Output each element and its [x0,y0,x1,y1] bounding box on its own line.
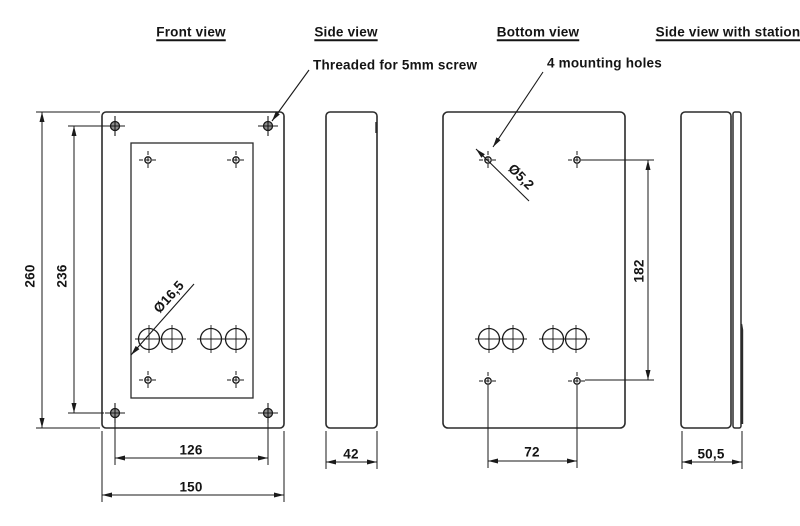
station-view-title: Side view with station [655,24,800,40]
bottom-view-holes [479,151,586,390]
dim-label-72: 72 [524,444,540,460]
front-view-screws [105,116,278,423]
bottom-view-outline [442,111,626,429]
dimension-lines [39,112,742,498]
dim-label-126: 126 [179,442,203,458]
mounting-holes-note: 4 mounting holes [547,55,662,71]
side-view-title: Side view [314,24,378,40]
dim-label-150: 150 [179,479,203,495]
dim-label-42: 42 [343,446,359,462]
front-view-circles [135,325,250,353]
dim-label-182: 182 [631,259,647,283]
extension-lines [36,111,743,502]
threaded-screw-note: Threaded for 5mm screw [313,57,478,73]
dim-label-50-5: 50,5 [697,446,725,462]
leader-lines [130,69,544,356]
front-view-outline [101,111,285,429]
front-view-holes [139,151,245,389]
side-view-outline [325,111,378,429]
dim-label-260: 260 [22,264,38,288]
dim-label-236: 236 [54,264,70,288]
bottom-view-title: Bottom view [496,24,580,40]
front-view-title: Front view [156,24,226,40]
bottom-view-circles [475,325,590,353]
station-view-outline [680,111,744,429]
